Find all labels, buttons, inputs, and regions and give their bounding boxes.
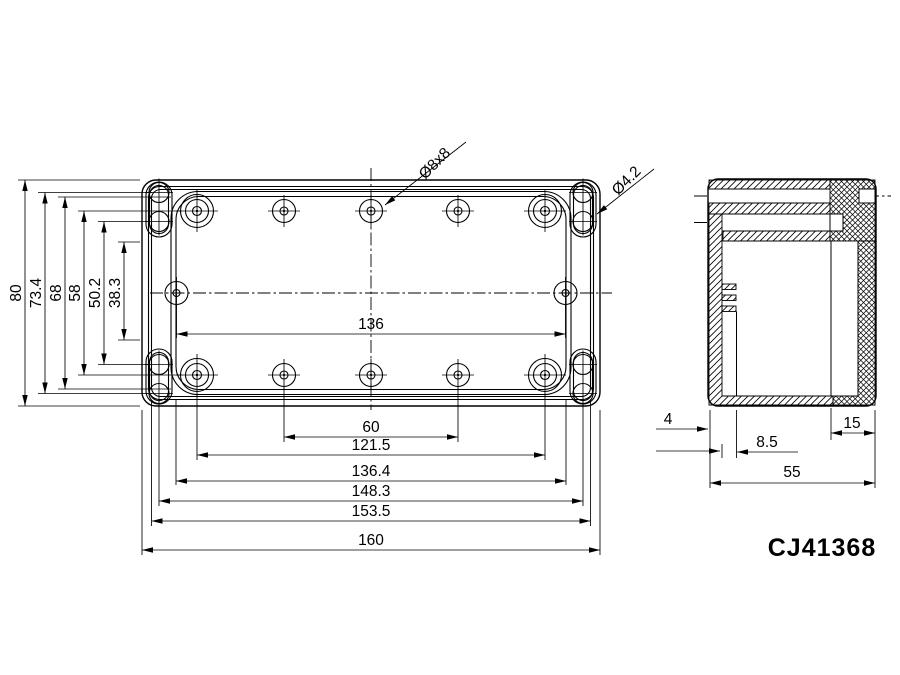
dim-label-73-4: 73.4 [28,278,45,309]
dim-label-136: 136 [358,316,384,333]
side-internal-edges [709,188,859,396]
dim-label-4: 4 [664,411,673,428]
dimension-lines [18,141,876,555]
part-number: CJ41368 [768,534,876,562]
dim-label-15: 15 [843,415,860,432]
dim-label-38-3: 38.3 [107,278,124,308]
dim-label-50-2: 50.2 [87,278,104,308]
lid-bottom-wall-section [722,230,831,242]
dim-label-160: 160 [358,532,384,549]
lid-mid-wall-section [708,202,831,215]
screw-channel-recess [829,213,844,232]
dim-label-55: 55 [783,464,800,481]
lid-top-wall-section [708,179,831,190]
leader-arrow [596,168,655,215]
dim-label-58: 58 [67,284,84,301]
dim-label-121-5: 121.5 [352,437,391,454]
leader-label-boss-hole: Ø8x8 [416,145,454,183]
screw-holes [164,190,578,396]
dim-label-153-5: 153.5 [352,503,391,520]
leader-arrow [384,141,467,206]
dim-label-148-3: 148.3 [352,483,391,500]
rib-tooth [721,283,737,290]
dim-label-68: 68 [48,284,65,301]
dim-label-80: 80 [8,284,25,302]
pcb-rail-rib [721,283,737,312]
dim-label-60: 60 [362,419,380,436]
dim-label-136-4: 136.4 [352,463,391,480]
rib-tooth [721,305,737,312]
screw-head-recess [858,188,876,204]
side-section-view [707,178,877,407]
dim-label-8-5: 8.5 [756,434,778,451]
rib-tooth [721,294,737,301]
